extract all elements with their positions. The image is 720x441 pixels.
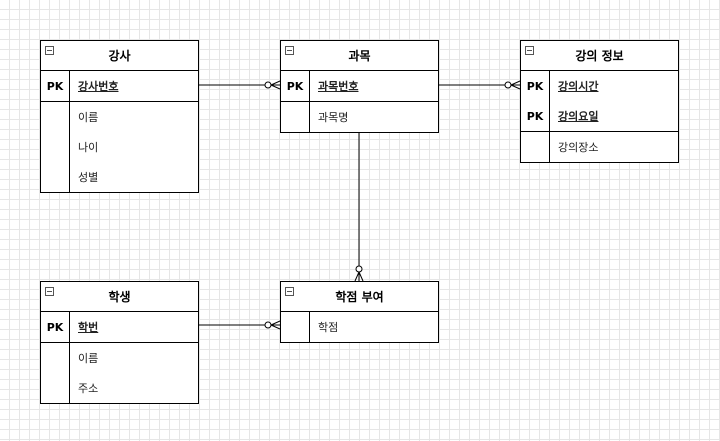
collapse-icon[interactable] [45, 46, 54, 55]
entity-title: 학생 [108, 290, 131, 304]
attr-field: 강의장소 [558, 141, 599, 154]
rel-course-grade-crowfoot [358, 271, 364, 282]
entity-course[interactable]: 과목 PK 과목번호 과목명 [280, 40, 439, 133]
attr-row[interactable]: 과목명 [281, 102, 438, 132]
entity-title: 강의 정보 [575, 49, 624, 63]
pk-label: PK [521, 101, 550, 131]
entity-instructor[interactable]: 강사 PK 강사번호 이름 나이 성별 [40, 40, 199, 193]
attr-row[interactable]: 강의장소 [521, 132, 678, 162]
attr-field: 이름 [78, 111, 99, 124]
rel-instructor-course-crowfoot [270, 84, 281, 90]
entity-header[interactable]: 과목 [281, 41, 438, 71]
entity-header[interactable]: 학생 [41, 282, 198, 312]
pk-label: PK [281, 71, 310, 101]
pk-row[interactable]: PK 강의시간 [521, 71, 678, 101]
attr-row[interactable]: 학점 [281, 312, 438, 342]
rel-student-grade-crowfoot [270, 324, 281, 330]
pk-label: PK [41, 71, 70, 101]
pk-row[interactable]: PK 강의요일 [521, 101, 678, 132]
pk-field: 강사번호 [78, 80, 119, 93]
rel-course-lecture-crowfoot [510, 80, 521, 86]
rel-course-grade-crowfoot [354, 271, 360, 282]
attr-field: 학점 [318, 321, 339, 334]
pk-field: 강의요일 [558, 110, 599, 123]
pk-field: 학번 [78, 321, 99, 334]
attr-field: 나이 [78, 141, 99, 154]
rel-course-lecture-crowfoot [510, 84, 521, 90]
attr-field: 이름 [78, 352, 99, 365]
attr-row[interactable]: 이름 [41, 343, 198, 373]
rel-instructor-course-zero-marker [264, 81, 272, 89]
collapse-icon[interactable] [45, 287, 54, 296]
pk-row[interactable]: PK 학번 [41, 312, 198, 343]
entity-title: 학점 부여 [335, 290, 384, 304]
entity-title: 과목 [348, 49, 371, 63]
pk-row[interactable]: PK 과목번호 [281, 71, 438, 102]
entity-header[interactable]: 학점 부여 [281, 282, 438, 312]
entity-title: 강사 [108, 49, 131, 63]
pk-label: PK [41, 312, 70, 342]
pk-field: 강의시간 [558, 80, 599, 93]
entity-student[interactable]: 학생 PK 학번 이름 주소 [40, 281, 199, 404]
entity-grade-assignment[interactable]: 학점 부여 학점 [280, 281, 439, 343]
attr-field: 성별 [78, 171, 99, 184]
attr-row[interactable]: 이름 [41, 102, 198, 132]
attr-field: 과목명 [318, 111, 349, 124]
collapse-icon[interactable] [285, 287, 294, 296]
attr-row[interactable]: 주소 [41, 373, 198, 403]
attr-row[interactable]: 성별 [41, 162, 198, 192]
rel-student-grade-crowfoot [270, 320, 281, 326]
pk-field: 과목번호 [318, 80, 359, 93]
entity-header[interactable]: 강사 [41, 41, 198, 71]
pk-label: PK [521, 71, 550, 101]
rel-student-grade-zero-marker [264, 321, 272, 329]
rel-course-grade-zero-marker [355, 265, 363, 273]
pk-row[interactable]: PK 강사번호 [41, 71, 198, 102]
collapse-icon[interactable] [285, 46, 294, 55]
attr-row[interactable]: 나이 [41, 132, 198, 162]
entity-lecture-info[interactable]: 강의 정보 PK 강의시간 PK 강의요일 강의장소 [520, 40, 679, 163]
rel-course-lecture-zero-marker [504, 81, 512, 89]
entity-header[interactable]: 강의 정보 [521, 41, 678, 71]
collapse-icon[interactable] [525, 46, 534, 55]
rel-instructor-course-crowfoot [270, 80, 281, 86]
attr-field: 주소 [78, 382, 99, 395]
